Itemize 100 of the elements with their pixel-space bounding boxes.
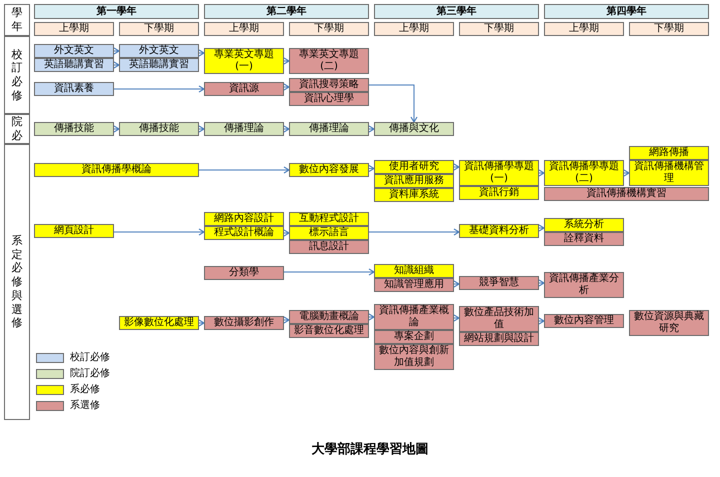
arrow <box>113 47 120 55</box>
semester-header: 下學期 <box>459 22 539 36</box>
course-box: 數位內容管理 <box>544 314 624 328</box>
row-header: 院必 <box>4 114 30 144</box>
row-header: 系定必修與選修 <box>4 144 30 420</box>
course-box: 英語聽講實習 <box>34 58 114 72</box>
course-box: 外文英文 <box>119 44 199 58</box>
course-box: 競爭智慧 <box>459 276 539 290</box>
arrow <box>538 279 545 287</box>
arrow <box>284 268 375 276</box>
semester-header: 上學期 <box>544 22 624 36</box>
arrow <box>368 125 375 133</box>
course-box: 知識管理應用 <box>374 278 454 292</box>
course-box: 分類學 <box>204 266 284 280</box>
arrow <box>198 166 290 174</box>
semester-header: 下學期 <box>119 22 199 36</box>
year-header: 第二學年 <box>204 4 369 19</box>
semester-header: 上學期 <box>374 22 454 36</box>
arrow <box>283 316 290 324</box>
arrow <box>283 57 290 65</box>
semester-header: 上學期 <box>204 22 284 36</box>
arrow <box>368 228 460 236</box>
arrow <box>368 84 418 123</box>
course-box: 網路內容設計 <box>204 212 284 226</box>
course-box: 數位內容與創新加值規劃 <box>374 344 454 370</box>
course-box: 資訊應用服務 <box>374 174 454 188</box>
course-box: 訊息設計 <box>289 240 369 254</box>
arrow <box>368 313 375 321</box>
arrow <box>538 317 545 325</box>
course-box: 資訊素養 <box>34 82 114 96</box>
course-box: 傳播技能 <box>34 122 114 136</box>
course-box: 程式設計概論 <box>204 226 284 240</box>
legend-label: 系必修 <box>70 384 100 396</box>
row-header: 學年 <box>4 4 30 36</box>
course-box: 資訊搜尋策略 <box>289 78 369 92</box>
course-box: 影像數位化處理 <box>119 316 199 330</box>
course-box: 資訊傳播學概論 <box>34 163 199 177</box>
course-box: 資訊傳播產業概論 <box>374 304 454 330</box>
course-box: 數位資源與典藏研究 <box>629 310 709 336</box>
arrow <box>538 169 545 177</box>
arrow <box>453 280 460 288</box>
course-box: 互動程式設計 <box>289 212 369 226</box>
arrow <box>453 314 460 322</box>
course-box: 數位內容發展 <box>289 163 369 177</box>
course-box: 影音數位化處理 <box>289 324 369 338</box>
year-header: 第三學年 <box>374 4 539 19</box>
arrow <box>453 163 460 171</box>
arrow <box>114 85 205 93</box>
course-box: 外文英文 <box>34 44 114 58</box>
course-box: 數位攝影創作 <box>204 316 284 330</box>
course-box: 資訊傳播產業分析 <box>544 272 624 298</box>
arrow <box>283 229 290 237</box>
caption: 大學部課程學習地圖 <box>310 440 430 459</box>
arrow <box>198 49 205 57</box>
course-box: 使用者研究 <box>374 160 454 174</box>
course-box: 數位產品技術加值 <box>459 306 539 332</box>
semester-header: 下學期 <box>629 22 709 36</box>
year-header: 第四學年 <box>544 4 709 19</box>
course-box: 資訊傳播機構實習 <box>544 187 709 201</box>
legend-label: 系選修 <box>70 400 100 412</box>
course-box: 專業英文專題(一) <box>204 48 284 74</box>
course-box: 英語聽講實習 <box>119 58 199 72</box>
legend-label: 院訂必修 <box>70 368 110 380</box>
arrow <box>113 61 120 69</box>
course-box: 網頁設計 <box>34 224 114 238</box>
arrow <box>198 125 205 133</box>
course-box: 資訊源 <box>204 82 284 96</box>
course-box: 專案企劃 <box>374 330 454 344</box>
semester-header: 上學期 <box>34 22 114 36</box>
course-box: 資訊傳播學專題(二) <box>544 160 624 186</box>
arrow <box>368 164 375 172</box>
arrow <box>623 169 630 177</box>
course-box: 資訊行銷 <box>459 186 539 200</box>
course-box: 網路傳播 <box>629 146 709 160</box>
arrow <box>113 125 120 133</box>
course-box: 網站規劃與設計 <box>459 332 539 346</box>
arrow <box>198 319 205 327</box>
course-box: 資料庫系統 <box>374 188 454 202</box>
legend-label: 校訂必修 <box>70 352 110 364</box>
course-box: 專業英文專題(二) <box>289 48 369 74</box>
semester-header: 下學期 <box>289 22 369 36</box>
row-header: 校訂必修 <box>4 36 30 114</box>
course-box: 系統分析 <box>544 218 624 232</box>
course-box: 傳播理論 <box>204 122 284 136</box>
course-box: 基礎資料分析 <box>459 224 539 238</box>
course-box: 標示語言 <box>289 226 369 240</box>
course-box: 知識組織 <box>374 264 454 278</box>
course-box: 電腦動畫概論 <box>289 310 369 324</box>
arrow <box>538 224 545 232</box>
year-header: 第一學年 <box>34 4 199 19</box>
course-box: 資訊心理學 <box>289 92 369 106</box>
course-box: 資訊傳播學專題(一) <box>459 160 539 186</box>
course-box: 傳播理論 <box>289 122 369 136</box>
course-box: 詮釋資料 <box>544 232 624 246</box>
arrow <box>283 83 290 91</box>
course-box: 資訊傳播機構管理 <box>629 160 709 186</box>
course-box: 傳播技能 <box>119 122 199 136</box>
arrow <box>283 125 290 133</box>
arrow <box>114 228 205 236</box>
course-box: 傳播與文化 <box>374 122 454 136</box>
